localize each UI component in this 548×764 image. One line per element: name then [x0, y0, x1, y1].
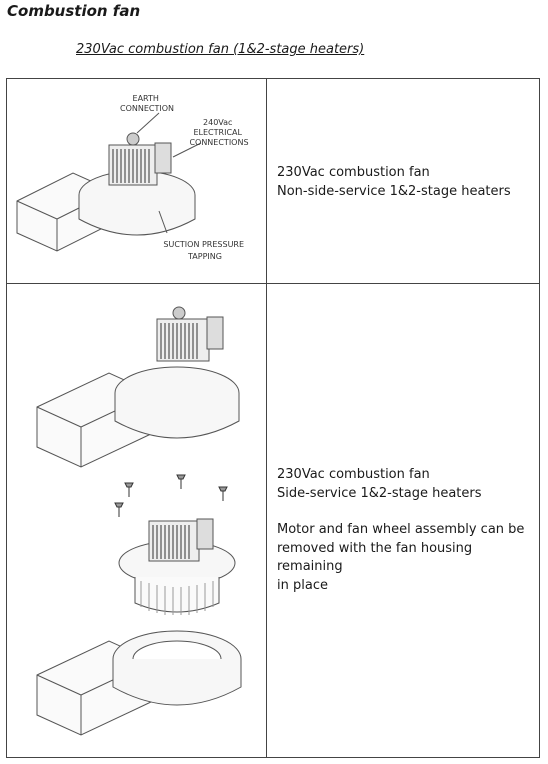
subtitle: 230Vac combustion fan (1&2-stage heaters…: [76, 42, 365, 57]
fan-table: EARTH CONNECTION 240Vac ELECTRICAL CONNE…: [6, 78, 540, 758]
assembly-note-line: Motor and fan wheel assembly can be: [277, 522, 525, 537]
description-line: 230Vac combustion fan: [277, 165, 430, 180]
fan-diagram-side-service: [36, 306, 242, 736]
electrical-connections-label: 240Vac ELECTRICAL CONNECTIONS: [189, 118, 248, 147]
description-line: Non-side-service 1&2-stage heaters: [277, 183, 511, 199]
description-line: Side-service 1&2-stage heaters: [277, 485, 482, 501]
side-service-description: 230Vac combustion fan Side-service 1&2-s…: [277, 466, 535, 595]
suction-pressure-tapping-label: SUCTION PRESSURE TAPPING: [163, 240, 246, 261]
section-title: Combustion fan: [7, 2, 141, 20]
fan-diagram-non-side-service: EARTH CONNECTION 240Vac ELECTRICAL CONNE…: [16, 94, 249, 261]
column-divider: [266, 79, 267, 757]
earth-connection-label: EARTH CONNECTION: [120, 94, 174, 113]
assembly-note-line: in place: [277, 577, 328, 593]
row-divider: [7, 283, 539, 284]
description-line: 230Vac combustion fan: [277, 467, 430, 482]
assembly-note-line: removed with the fan housing remaining: [277, 540, 473, 575]
non-side-service-description: 230Vac combustion fan Non-side-service 1…: [277, 164, 511, 201]
